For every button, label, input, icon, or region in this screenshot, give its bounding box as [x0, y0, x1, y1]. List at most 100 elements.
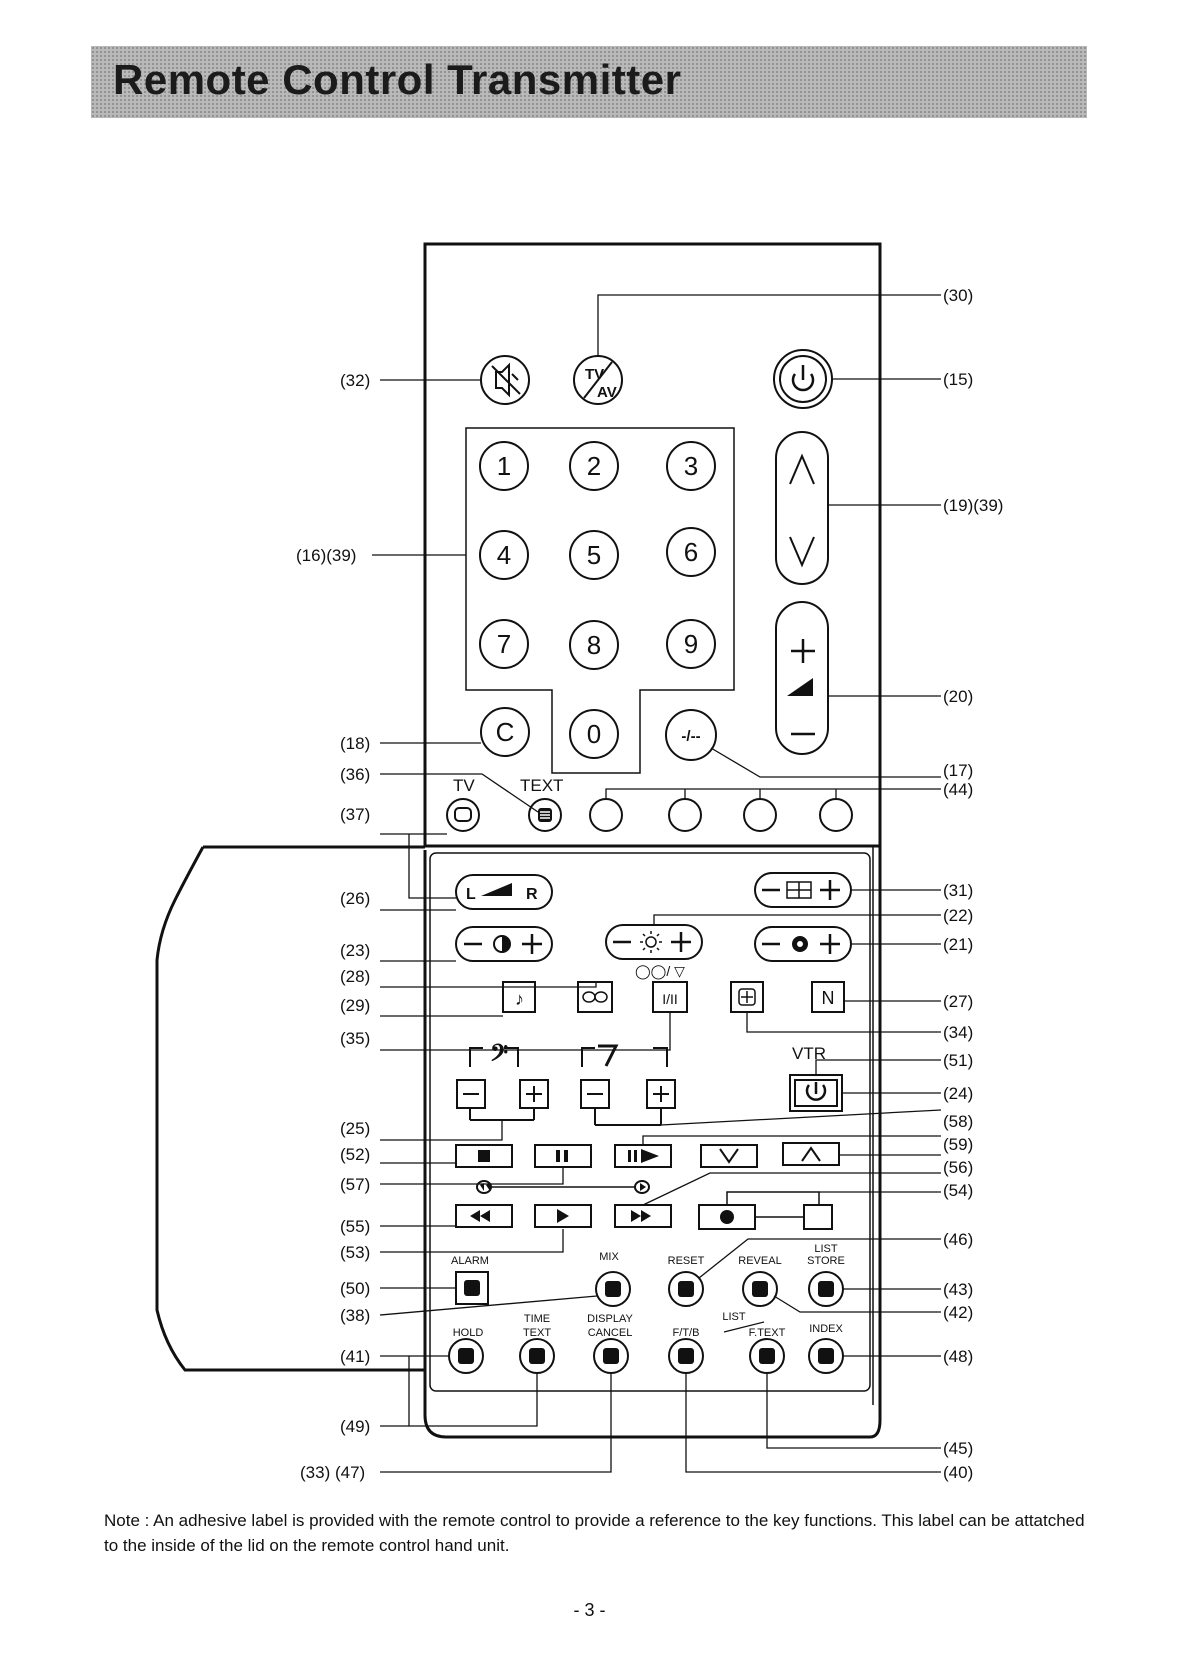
- callout-17: (17): [943, 761, 973, 780]
- svg-text:x: x: [608, 1352, 614, 1363]
- stop-icon: [478, 1150, 490, 1162]
- clear-button[interactable]: [480, 707, 530, 757]
- balance-right-label: R: [526, 886, 538, 903]
- sound-mode-button[interactable]: [502, 981, 536, 1013]
- digit-4-label: 4: [497, 540, 511, 570]
- display-cancel-label-2: CANCEL: [588, 1327, 633, 1339]
- callout-37: (37): [340, 805, 370, 824]
- tv-button[interactable]: [446, 798, 480, 832]
- callout-50: (50): [340, 1279, 370, 1298]
- digit-0-button[interactable]: [569, 709, 619, 759]
- yellow-button[interactable]: [743, 798, 777, 832]
- callout-23: (23): [340, 941, 370, 960]
- vtr-rewind-button[interactable]: [455, 1204, 513, 1228]
- vtr-stop-button[interactable]: [455, 1144, 513, 1168]
- programme-rocker[interactable]: [775, 431, 829, 585]
- digit-5-button[interactable]: [569, 530, 619, 580]
- dash-button[interactable]: [665, 709, 717, 761]
- text-button[interactable]: [528, 798, 562, 832]
- normal-label: N: [822, 988, 835, 1008]
- callout-31: (31): [943, 881, 973, 900]
- rewind-icon: [470, 1210, 490, 1222]
- blue-button[interactable]: [819, 798, 853, 832]
- callout-52: (52): [340, 1145, 370, 1164]
- callout-58: (58): [943, 1112, 973, 1131]
- list-ftext-label-1: LIST: [722, 1311, 746, 1323]
- page-title: Remote Control Transmitter: [113, 56, 682, 103]
- ftb-label: F/T/B: [673, 1327, 700, 1339]
- callout-24: (24): [943, 1084, 973, 1103]
- callout-48: (48): [943, 1347, 973, 1366]
- vtr-play-button[interactable]: [534, 1204, 592, 1228]
- list-store-label-2: STORE: [807, 1255, 845, 1267]
- digit-3-button[interactable]: [666, 441, 716, 491]
- svg-text:◕: ◕: [534, 1352, 540, 1363]
- callout-36: (36): [340, 765, 370, 784]
- reveal-button[interactable]: [742, 1271, 778, 1307]
- reset-button[interactable]: [668, 1271, 704, 1307]
- digit-8-label: 8: [587, 630, 601, 660]
- stereo-symbol-label: ◯◯/ ▽: [635, 963, 685, 980]
- mix-button[interactable]: [595, 1271, 631, 1307]
- zoom-icon: [786, 881, 812, 899]
- svg-text:…: …: [762, 1352, 772, 1363]
- vtr-record-extra-button[interactable]: [803, 1204, 833, 1230]
- volume-wedge-icon: [787, 678, 813, 696]
- svg-text:◢: ◢: [608, 1285, 617, 1296]
- svg-text:≡: ≡: [469, 1284, 475, 1295]
- svg-text:≡: ≡: [683, 1285, 689, 1296]
- surround-button[interactable]: [577, 981, 613, 1013]
- green-button[interactable]: [668, 798, 702, 832]
- text-label: TEXT: [520, 776, 563, 795]
- red-button[interactable]: [589, 798, 623, 832]
- digit-6-label: 6: [684, 537, 698, 567]
- vtr-label: VTR: [792, 1044, 826, 1063]
- svg-text:÷: ÷: [683, 1352, 689, 1363]
- normal-button[interactable]: [811, 981, 845, 1013]
- digit-8-button[interactable]: [569, 620, 619, 670]
- record-icon: [720, 1210, 734, 1224]
- digit-3-label: 3: [684, 451, 698, 481]
- digit-6-button[interactable]: [666, 527, 716, 577]
- digit-7-button[interactable]: [479, 619, 529, 669]
- callout-56: (56): [943, 1158, 973, 1177]
- digit-7-label: 7: [497, 629, 511, 659]
- vtr-channel-down-button[interactable]: [700, 1144, 758, 1168]
- svg-text:◇: ◇: [821, 1285, 830, 1296]
- digit-2-label: 2: [587, 451, 601, 481]
- title-banner: [91, 46, 1087, 118]
- display-cancel-label-1: DISPLAY: [587, 1313, 633, 1325]
- digit-2-button[interactable]: [569, 441, 619, 491]
- cancel-icon: [603, 1348, 619, 1364]
- svg-text:?: ?: [757, 1285, 763, 1296]
- callout-44: (44): [943, 780, 973, 799]
- time-text-label-2: TEXT: [523, 1327, 551, 1339]
- vtr-channel-up-button[interactable]: [782, 1142, 840, 1166]
- reset-label: RESET: [668, 1255, 705, 1267]
- mix-label: MIX: [599, 1251, 619, 1263]
- callout-51: (51): [943, 1051, 973, 1070]
- position-icon: [738, 988, 756, 1006]
- digit-9-button[interactable]: [666, 619, 716, 669]
- balance-button[interactable]: [455, 874, 553, 910]
- callout-54: (54): [943, 1181, 973, 1200]
- balance-wedge-icon: [481, 883, 512, 896]
- callout-35: (35): [340, 1029, 370, 1048]
- vtr-pause-button[interactable]: [534, 1144, 592, 1168]
- fastext-icon: [759, 1348, 775, 1364]
- volume-rocker[interactable]: [775, 601, 829, 755]
- play-icon: [557, 1209, 569, 1223]
- chevron-up-icon: [789, 453, 815, 485]
- callout-45: (45): [943, 1439, 973, 1458]
- page-number: - 3 -: [573, 1600, 606, 1620]
- contrast-button[interactable]: [455, 926, 553, 962]
- callout-29: (29): [340, 996, 370, 1015]
- digit-0-label: 0: [587, 719, 601, 749]
- list-store-icon: [818, 1281, 834, 1297]
- digit-4-button[interactable]: [479, 530, 529, 580]
- svg-text:i: i: [825, 1352, 828, 1363]
- callout-16-39: (16)(39): [296, 546, 356, 565]
- tv-av-icon: TV AV: [583, 361, 617, 401]
- digit-1-button[interactable]: [479, 441, 529, 491]
- inner-key-panel: [429, 852, 871, 1392]
